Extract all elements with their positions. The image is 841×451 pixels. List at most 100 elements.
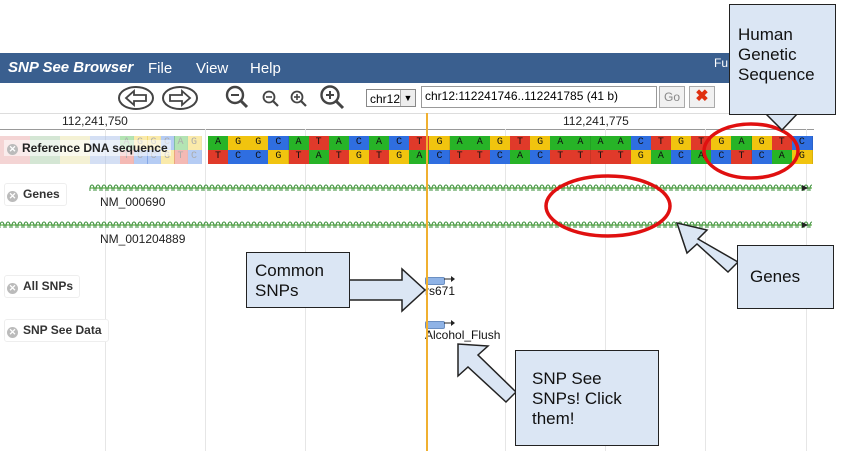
arrow-right-icon [444,320,455,326]
close-track-icon[interactable]: ✕ [7,283,18,294]
callout-common-snps: Common SNPs [246,252,350,308]
chevron-down-icon: ▼ [400,90,415,106]
position-ruler: 112,241,750 112,241,775 [0,113,814,130]
snp-name-alcohol-flush[interactable]: Alcohol_Flush [425,328,501,342]
zoom-out-small-icon[interactable] [260,84,282,112]
sequence-base: G [671,136,693,150]
callout-human-genetic-sequence: Human Genetic Sequence [729,4,836,115]
sequence-base: A [691,150,713,164]
chromosome-select[interactable]: chr12 ▼ [366,89,416,107]
sequence-base: C [228,150,250,164]
arrow-right-icon [444,276,455,282]
grid-line [605,129,606,451]
sequence-base: G [228,136,250,150]
sequence-base: G [711,136,733,150]
gene-feature-nm-001204889[interactable] [0,220,812,230]
genes-track-label: ✕ Genes [4,183,67,206]
pan-right-icon[interactable] [161,84,199,112]
position-cursor-line [426,113,428,451]
sequence-base: T [449,150,471,164]
sequence-base: C [791,136,813,150]
sequence-base: T [208,150,229,164]
reference-dna-label: ✕ Reference DNA sequence [4,140,171,156]
sequence-base: C [630,136,652,150]
sequence-base-faded: C [187,150,202,164]
zoom-in-large-icon[interactable] [318,84,348,112]
common-snps-arrow [348,267,427,313]
ruler-label-right: 112,241,775 [563,114,629,128]
sequence-base: C [389,136,411,150]
reference-dna-name: Reference DNA sequence [22,141,168,155]
zoom-out-large-icon[interactable] [224,84,250,112]
pan-left-icon[interactable] [117,84,155,112]
sequence-base: A [570,136,592,150]
sequence-base: A [288,136,310,150]
sequence-base: A [510,150,531,164]
sequence-base: C [348,136,370,150]
menu-help[interactable]: Help [250,60,281,77]
sequence-base: T [691,136,713,150]
snp-name-rs671[interactable]: rs671 [425,284,456,298]
sequence-base: T [771,136,793,150]
sequence-base: T [570,150,592,164]
genes-arrow [675,221,740,274]
snp-see-arrow [457,343,518,404]
sequence-base: G [489,136,511,150]
sequence-base: T [550,150,572,164]
menu-file[interactable]: File [148,60,173,77]
sequence-base: C [429,150,451,164]
genes-track-name: Genes [23,187,60,201]
sequence-base: G [348,150,370,164]
sequence-base-faded: G [187,136,202,150]
sequence-base: G [248,136,270,150]
sequence-base: G [791,150,813,164]
sequence-base: C [530,150,552,164]
callout-genes: Genes [737,245,834,309]
close-track-icon[interactable]: ✕ [7,327,18,338]
close-track-icon[interactable]: ✕ [7,144,18,155]
sequence-base: A [469,136,491,150]
chromosome-value: chr12 [370,92,401,106]
sequence-base: C [268,136,290,150]
sequence-base: T [469,150,491,164]
toolbar: chr12 ▼ chr12:112241746..112241785 (41 b… [0,83,814,114]
sequence-base: A [449,136,471,150]
grid-line [705,129,706,451]
zoom-in-small-icon[interactable] [288,84,310,112]
sequence-base: G [268,150,290,164]
sequence-base: G [429,136,451,150]
snp-see-data-track-name: SNP See Data [23,323,102,337]
all-snps-track-name: All SNPs [23,279,74,293]
clear-icon[interactable]: ✖ [689,86,715,108]
sequence-base-faded: A [174,136,188,150]
gene-feature-nm-000690[interactable] [0,183,812,193]
app-title: SNP See Browser [8,59,134,76]
title-bar: SNP See Browser File View Help Fu [0,53,814,83]
title-right-text: Fu [714,56,729,70]
close-track-icon[interactable]: ✕ [7,191,18,202]
sequence-base: A [208,136,229,150]
sequence-base: C [671,150,693,164]
sequence-base: A [650,150,672,164]
snp-see-data-track-label: ✕ SNP See Data [4,319,109,342]
sequence-base: G [630,150,652,164]
sequence-base: T [369,150,391,164]
sequence-base: A [369,136,391,150]
grid-line [105,129,106,451]
location-input[interactable]: chr12:112241746..112241785 (41 b) [421,86,657,108]
sequence-base: A [328,136,350,150]
grid-line [505,129,506,451]
all-snps-track-label: ✕ All SNPs [4,275,81,298]
sequence-base: T [650,136,672,150]
sequence-base-faded: T [174,150,188,164]
sequence-base: C [711,150,733,164]
sequence-base: A [308,150,330,164]
menu-view[interactable]: View [196,60,229,77]
sequence-base: A [590,136,612,150]
snp-marker-alcohol-flush[interactable] [425,321,445,329]
sequence-base: G [389,150,411,164]
sequence-base: C [489,150,511,164]
go-button[interactable]: Go [659,86,685,108]
sequence-base: G [530,136,552,150]
callout-snp-see-snps: SNP See SNPs! Click them! [515,350,659,446]
